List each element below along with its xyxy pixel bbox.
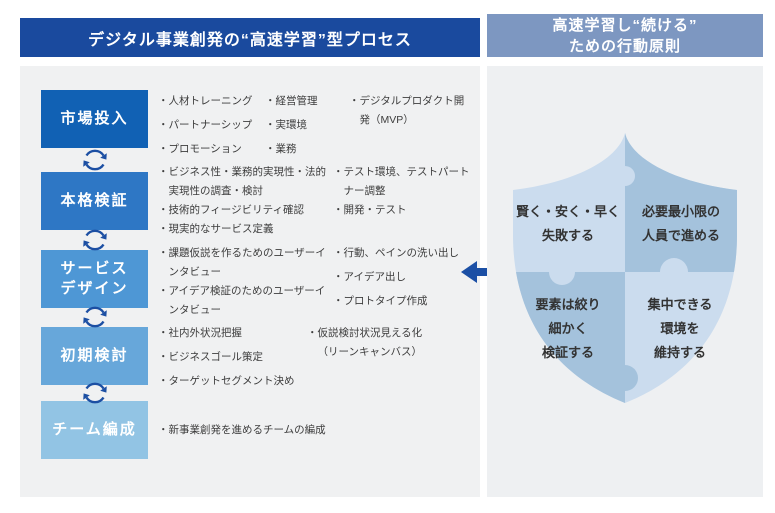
stage-box-market-launch: 市場投入 xyxy=(41,90,148,148)
bullet-item: ・アイデア出し xyxy=(333,271,406,283)
stage-4-bullets-col-2: ・仮説検討状況見える化（リーンキャンバス） xyxy=(307,324,435,362)
principle-fail-smart: 賢く・安く・早く 失敗する xyxy=(515,204,620,243)
stage-4-bullets-col-1: ・社内外状況把握 ・ビジネスゴール策定 ・ターゲットセグメント決め xyxy=(158,324,328,396)
stage-3-bullets-col-1: ・課題仮説を作るためのユーザーインタビュー ・アイデア検証のためのユーザーインタ… xyxy=(158,244,328,320)
bullet-item: ・開発・テスト xyxy=(333,204,407,216)
bullet-item: ・行動、ペインの洗い出し xyxy=(333,247,459,259)
bullet-item: ・テスト環境、テストパートナー調整 xyxy=(333,166,470,197)
stage-box-team-formation: チーム編成 xyxy=(41,401,148,459)
right-panel-header: 高速学習し“続ける” ための行動原則 xyxy=(487,14,763,57)
stage-1-bullets-col-1: ・人材トレーニング ・パートナーシップ ・プロモーション xyxy=(158,92,280,164)
principle-narrow-verify: 要素は絞り 細かく 検証する xyxy=(535,297,601,360)
stage-box-initial-study: 初期検討 xyxy=(41,327,148,385)
stage-box-service-design: サービス デザイン xyxy=(41,250,148,308)
cycle-arrows-icon xyxy=(79,229,111,251)
bullet-item: ・ターゲットセグメント決め xyxy=(158,375,295,387)
bullet-item: ・社内外状況把握 xyxy=(158,327,242,339)
bullet-item: ・業務 xyxy=(265,143,297,155)
bullet-item: ・仮説検討状況見える化（リーンキャンバス） xyxy=(307,327,423,358)
stage-5-bullets-col-1: ・新事業創発を進めるチームの編成 xyxy=(158,421,398,440)
bullet-item: ・新事業創発を進めるチームの編成 xyxy=(158,424,326,436)
stage-1-bullets-col-2: ・経営管理 ・実環境 ・業務 xyxy=(265,92,357,164)
stage-3-bullets-col-2: ・行動、ペインの洗い出し ・アイデア出し ・プロトタイプ作成 xyxy=(333,244,468,316)
cycle-arrows-icon xyxy=(79,306,111,328)
bullet-item: ・ビジネス性・業務的実現性・法的実現性の調査・検討 xyxy=(158,166,326,197)
bullet-item: ・現実的なサービス定義 xyxy=(158,223,274,235)
bullet-item: ・パートナーシップ xyxy=(158,119,253,131)
principle-keep-focus-env: 集中できる 環境を 維持する xyxy=(647,297,713,360)
principle-minimum-staff: 必要最小限の 人員で進める xyxy=(641,204,720,243)
cycle-arrows-icon xyxy=(79,149,111,171)
bullet-item: ・デジタルプロダクト開発（MVP） xyxy=(349,95,465,126)
stage-box-full-validation: 本格検証 xyxy=(41,172,148,230)
bullet-item: ・実環境 xyxy=(265,119,307,131)
bullet-item: ・プロモーション xyxy=(158,143,242,155)
bullet-item: ・技術的フィージビリティ確認 xyxy=(158,204,304,216)
stage-1-bullets-col-3: ・デジタルプロダクト開発（MVP） xyxy=(349,92,465,130)
bullet-item: ・課題仮説を作るためのユーザーインタビュー xyxy=(158,247,326,278)
bullet-item: ・プロトタイプ作成 xyxy=(333,295,428,307)
left-panel-header: デジタル事業創発の“高速学習”型プロセス xyxy=(20,18,480,57)
stage-2-bullets-col-2: ・テスト環境、テストパートナー調整 ・開発・テスト xyxy=(333,163,475,220)
bullet-item: ・アイデア検証のためのユーザーインタビュー xyxy=(158,285,326,316)
left-arrow-icon xyxy=(461,261,501,283)
cycle-arrows-icon xyxy=(79,382,111,404)
bullet-item: ・ビジネスゴール策定 xyxy=(158,351,263,363)
stage-2-bullets-col-1: ・ビジネス性・業務的実現性・法的実現性の調査・検討 ・技術的フィージビリティ確認… xyxy=(158,163,326,239)
bullet-item: ・経営管理 xyxy=(265,95,318,107)
shield-puzzle-graphic xyxy=(513,133,737,403)
bullet-item: ・人材トレーニング xyxy=(158,95,253,107)
